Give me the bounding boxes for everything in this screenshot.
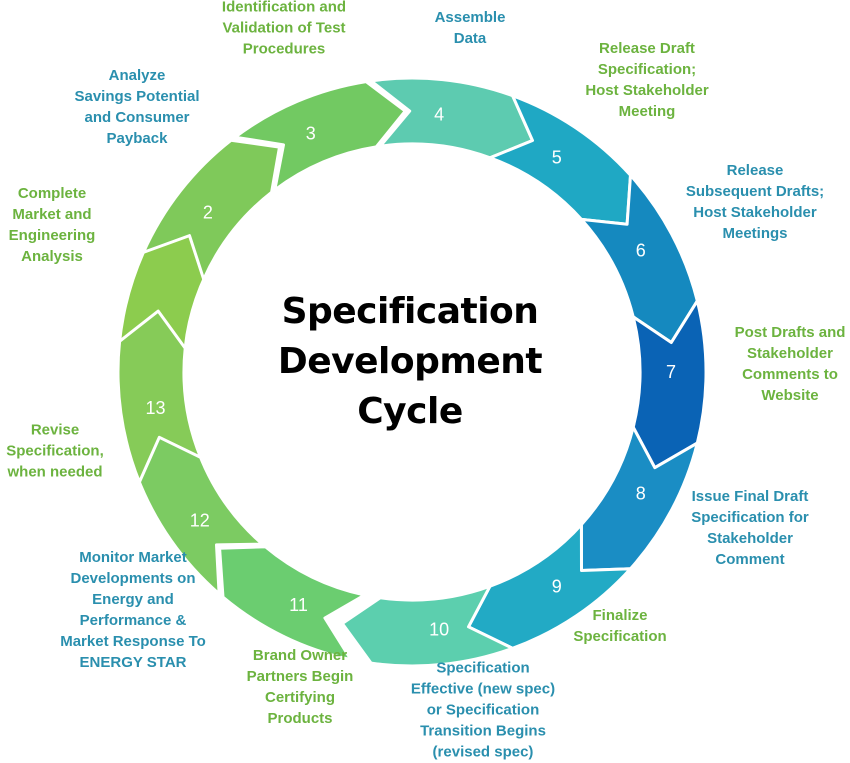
step-label-line: Market and: [12, 206, 92, 223]
step-label-line: or Specification: [426, 701, 540, 719]
step-label-line: when needed: [7, 463, 103, 481]
step-label-line: Stakeholder: [747, 345, 833, 362]
step-label-line: Specification;: [597, 61, 697, 78]
step-label-line: (revised spec): [432, 743, 534, 761]
step-number: 9: [552, 577, 562, 597]
step-label-line: Host Stakeholder: [585, 82, 709, 99]
step-label-line: Comments to: [742, 366, 838, 383]
step-label-line: Partners Begin: [246, 668, 354, 685]
step-label-line: Issue Final Draft: [691, 488, 809, 505]
step-arrow-segment: [141, 138, 281, 281]
step-label-line: Identification and: [221, 0, 347, 16]
step-label-line: Effective (new spec): [410, 680, 556, 698]
step-number: 7: [666, 362, 676, 382]
step-label-line: Analyze: [108, 67, 166, 84]
step-label-line: Website: [761, 387, 819, 404]
step-label-line: Products: [267, 710, 333, 727]
step-number: 6: [636, 240, 646, 260]
step-number: 12: [190, 511, 210, 531]
step-label-line: Procedures: [242, 40, 326, 58]
step-label-line: Specification,: [6, 442, 104, 460]
step-label-line: Energy and: [92, 591, 174, 608]
step-number: 11: [289, 595, 308, 615]
step-label-line: Complete: [17, 185, 87, 202]
center-title-line: Development: [277, 341, 543, 382]
step-label-line: Release: [726, 162, 784, 179]
step-arrow-segment: [116, 309, 203, 484]
step-label-line: Host Stakeholder: [693, 204, 817, 221]
step-label-line: Brand Owner: [252, 647, 348, 664]
step-number: 3: [306, 124, 316, 144]
step-label-line: Validation of Test: [222, 19, 346, 37]
center-title: Specification Development Cycle: [277, 287, 543, 437]
step-label-line: Stakeholder: [707, 530, 793, 547]
step-label-line: Payback: [106, 130, 168, 147]
cycle-step-3: 3: [233, 80, 407, 192]
step-label-line: Transition Begins: [420, 722, 546, 740]
step-label-line: Post Drafts and: [734, 324, 846, 341]
step-label-line: Analysis: [21, 248, 83, 265]
cycle-step-2: 2: [141, 138, 281, 281]
step-label-line: Developments on: [70, 570, 196, 587]
step-label-line: Specification for: [691, 509, 809, 526]
step-label-line: Comment: [715, 551, 785, 568]
step-label-line: Performance &: [79, 612, 187, 629]
step-label-line: Subsequent Drafts;: [685, 183, 825, 200]
step-label-line: Certifying: [264, 689, 336, 706]
step-label-line: Engineering: [8, 227, 96, 244]
cycle-step-13: 13: [116, 309, 203, 484]
step-label-line: Meeting: [618, 103, 676, 120]
step-label-line: Savings Potential: [74, 88, 200, 105]
step-label-line: Data: [453, 30, 487, 47]
step-number: 13: [145, 398, 165, 418]
center-title-line: Specification: [281, 291, 539, 332]
step-number: 2: [203, 203, 213, 223]
step-label-line: Market Response To: [60, 633, 206, 650]
step-label-line: and Consumer: [84, 109, 190, 126]
step-label-line: Meetings: [722, 225, 788, 242]
step-number: 8: [636, 484, 646, 504]
step-label-line: Finalize: [592, 607, 648, 624]
step-arrow-segment: [340, 584, 515, 668]
step-label-line: ENERGY STAR: [79, 654, 187, 671]
cycle-step-11: 11: [218, 545, 367, 662]
step-number: 4: [434, 104, 444, 124]
center-title-line: Cycle: [357, 391, 463, 432]
step-number: 10: [429, 620, 449, 640]
step-arrow-segment: [233, 80, 407, 192]
step-arrow-segment: [218, 545, 367, 662]
step-label-line: Specification: [573, 628, 667, 645]
step-label-line: Revise: [30, 421, 80, 439]
step-number: 5: [552, 147, 562, 167]
step-label-line: Monitor Market: [79, 549, 187, 566]
cycle-step-10: 10: [340, 584, 515, 668]
step-label-line: Release Draft: [599, 40, 695, 57]
step-label-line: Specification: [436, 659, 530, 677]
step-label-line: Assemble: [434, 9, 506, 26]
